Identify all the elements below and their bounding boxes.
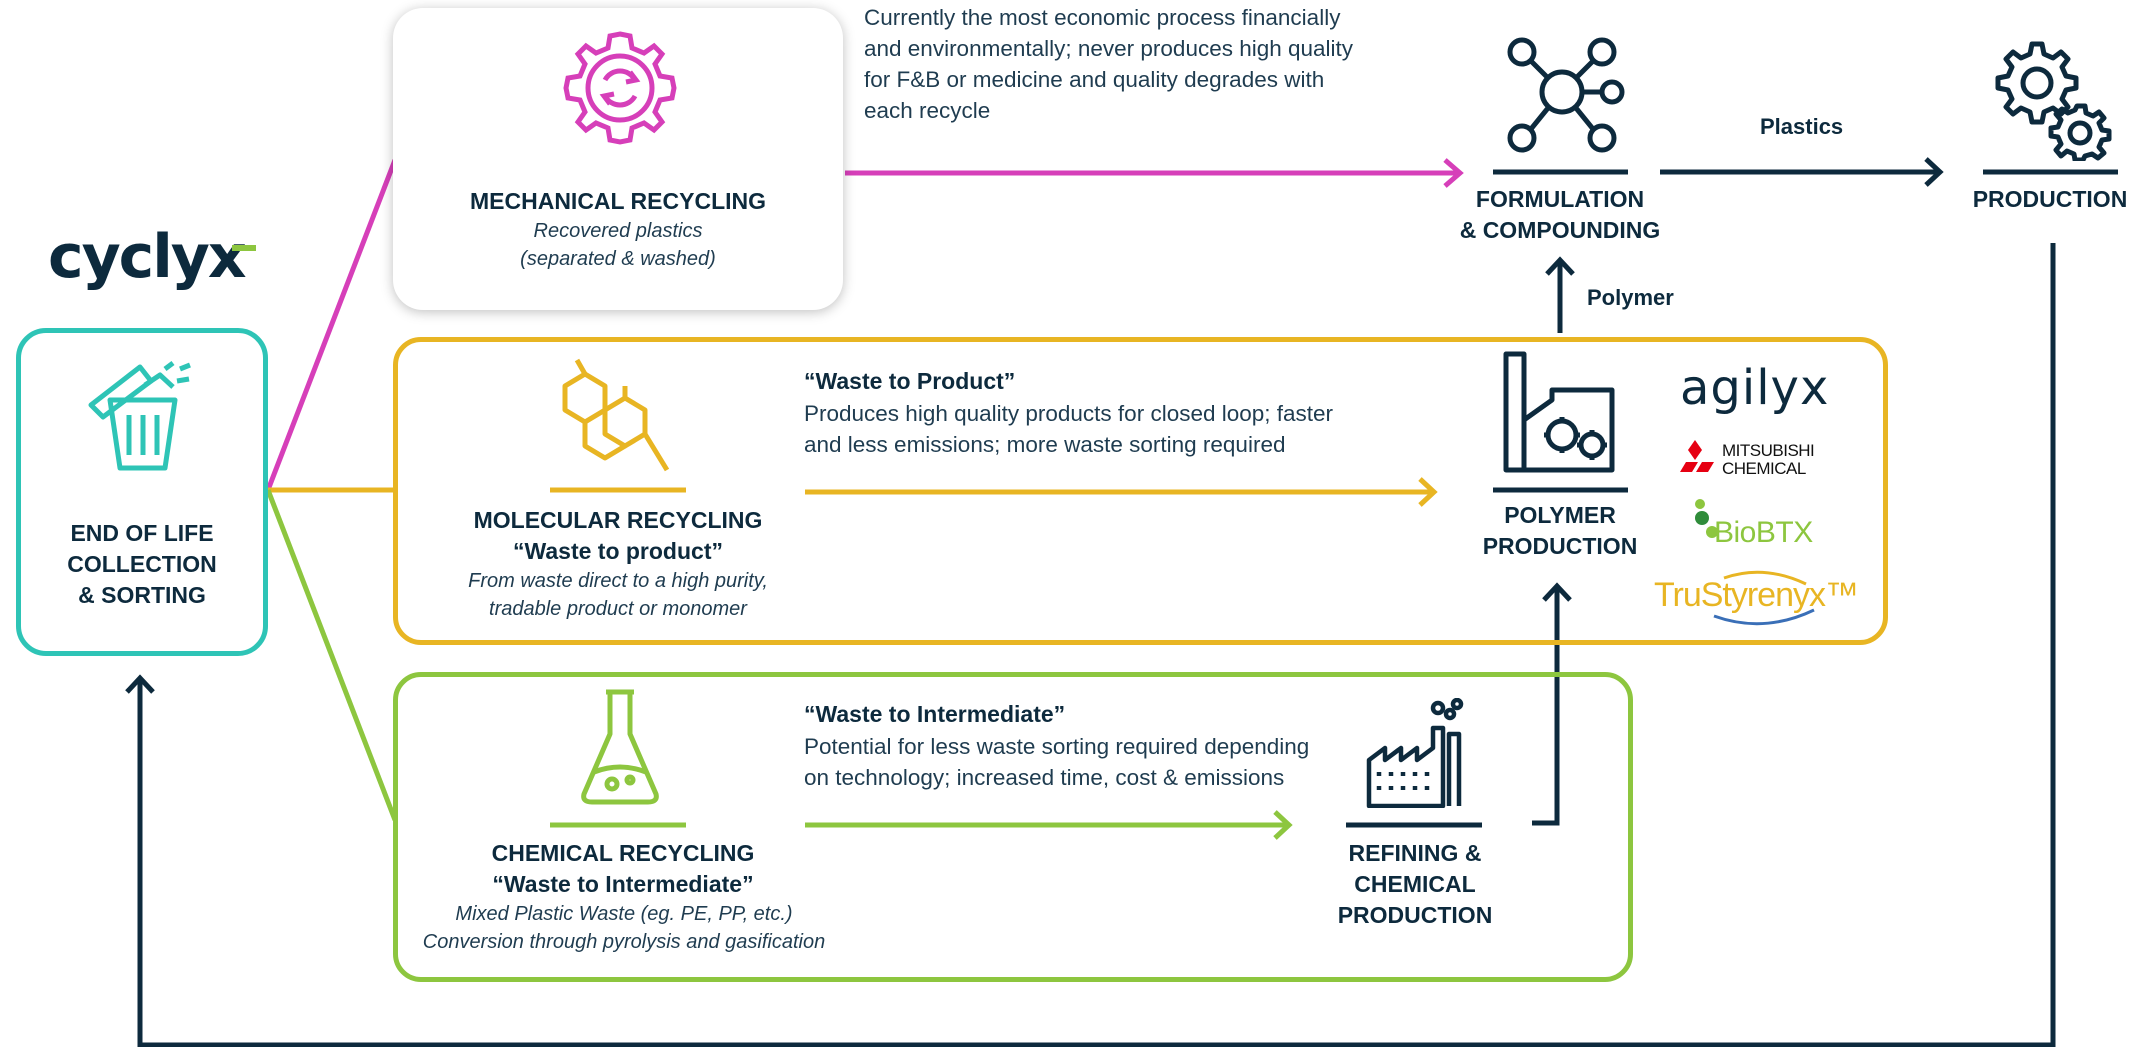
polymer-production-title: POLYMER PRODUCTION <box>1482 502 1638 559</box>
molecular-panel <box>393 337 1888 645</box>
refinery-icon <box>1365 698 1465 808</box>
chemical-note: Potential for less waste sorting require… <box>804 734 1310 790</box>
chemical-title: CHEMICAL RECYCLING <box>491 840 755 866</box>
collection-card <box>16 328 268 656</box>
formulation-title: FORMULATION & COMPOUNDING <box>1459 186 1661 243</box>
chemical-title-2: “Waste to Intermediate” <box>492 871 754 897</box>
biobtx-text: BioBTX <box>1714 516 1813 549</box>
polymer-label: Polymer <box>1587 285 1674 310</box>
svg-text:agilyx: agilyx <box>1680 360 1829 416</box>
mechanical-note: Currently the most economic process fina… <box>864 5 1354 123</box>
chemical-panel <box>393 672 1633 982</box>
network-hub-icon <box>1500 30 1625 155</box>
flask-icon <box>578 688 663 808</box>
collection-title: END OF LIFE COLLECTION & SORTING <box>67 520 217 608</box>
biobtx-logo: BioBTX <box>1692 496 1842 550</box>
mechanical-title: MECHANICAL RECYCLING <box>469 188 767 214</box>
molecule-icon <box>555 356 680 481</box>
molecular-note: Produces high quality products for close… <box>804 401 1334 457</box>
refining-to-polymer-arrow <box>1532 588 1560 826</box>
mitsubishi-chemical-logo: MITSUBISHI CHEMICAL <box>1672 438 1832 482</box>
trustyrenyx-logo: TruStyrenyx™ <box>1654 570 1864 626</box>
recycle-bin-icon <box>85 355 200 475</box>
molecular-note-heading: “Waste to Product” <box>804 368 1016 394</box>
gear-recycle-icon <box>560 28 680 148</box>
production-title: PRODUCTION <box>1972 186 2128 212</box>
plastics-label: Plastics <box>1760 114 1844 139</box>
branch-line-mechanical <box>265 159 398 491</box>
molecular-title-2: “Waste to product” <box>513 538 723 564</box>
cyclyx-logo: cyclyx <box>48 222 258 302</box>
agilyx-logo: agilyx <box>1678 358 1846 418</box>
svg-text:cyclyx: cyclyx <box>48 222 246 292</box>
branch-line-chemical <box>265 489 398 821</box>
chemical-subtitle: Mixed Plastic Waste (eg. PE, PP, etc.) C… <box>422 903 826 953</box>
factory-gears-icon <box>1500 350 1620 475</box>
gears-icon <box>1985 36 2115 161</box>
molecular-title: MOLECULAR RECYCLING <box>473 507 763 533</box>
molecular-subtitle: From waste direct to a high purity, trad… <box>468 570 768 620</box>
chemical-note-heading: “Waste to Intermediate” <box>804 701 1066 727</box>
mechanical-subtitle: Recovered plastics (separated & washed) <box>520 220 716 270</box>
trustyrenyx-text: TruStyrenyx™ <box>1654 576 1859 614</box>
refining-title: REFINING & CHEMICAL PRODUCTION <box>1337 840 1493 928</box>
mitsubishi-chemical-text: MITSUBISHI CHEMICAL <box>1722 441 1815 478</box>
